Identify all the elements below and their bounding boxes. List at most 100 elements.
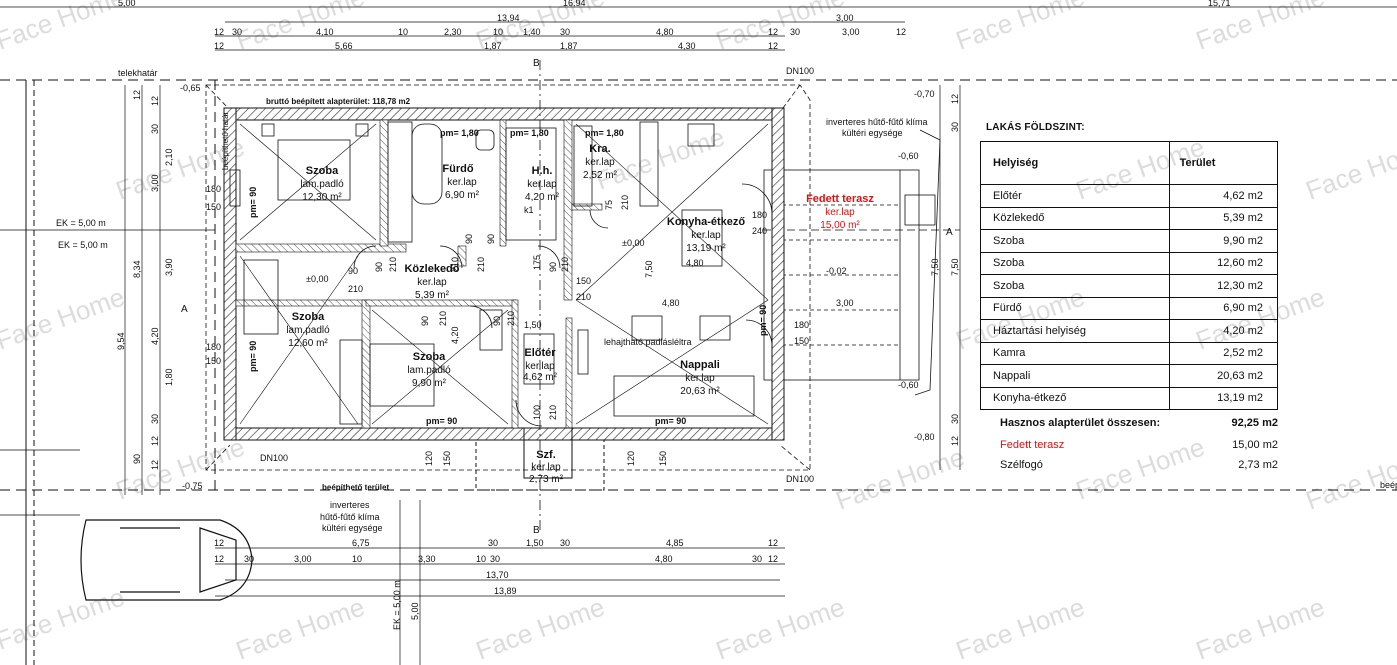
room-szoba-2: Szoba lam.padló 12,60 m²: [286, 311, 330, 349]
svg-text:beépíthető terület: beépíthető terület: [322, 483, 389, 492]
svg-text:7,50: 7,50: [950, 258, 960, 276]
svg-text:12: 12: [214, 41, 224, 51]
svg-text:12: 12: [150, 460, 160, 470]
svg-text:ker.lap: ker.lap: [585, 157, 615, 168]
svg-text:-0,60: -0,60: [898, 380, 919, 390]
svg-text:210: 210: [506, 311, 516, 326]
svg-text:12: 12: [768, 27, 778, 37]
watermark: Face Home: [1192, 591, 1329, 665]
svg-text:3,00: 3,00: [836, 298, 854, 308]
svg-text:pm= 90: pm= 90: [248, 341, 258, 372]
extra-label: Fedett terasz: [1000, 439, 1065, 451]
svg-text:150: 150: [658, 451, 668, 466]
room-szoba-3: Szoba lam.padló 9,90 m²: [407, 351, 451, 389]
svg-text:30: 30: [560, 27, 570, 37]
room-cell: Nappali: [980, 364, 1170, 388]
svg-text:4,10: 4,10: [316, 27, 334, 37]
watermark: Face Home: [832, 441, 969, 515]
svg-text:13,19 m²: 13,19 m²: [686, 243, 726, 254]
svg-text:3,00: 3,00: [842, 27, 860, 37]
svg-text:pm= 90: pm= 90: [426, 416, 457, 426]
finish-diagonals: [239, 123, 769, 425]
svg-text:A: A: [946, 227, 953, 238]
svg-text:3,00: 3,00: [150, 174, 160, 192]
svg-text:1,80: 1,80: [164, 368, 174, 386]
room-furdo: Fürdő ker.lap 6,90 m²: [442, 163, 479, 201]
room-cell: Közlekedő: [980, 206, 1170, 230]
svg-text:B: B: [533, 58, 540, 69]
svg-text:hűtő-fűtő klíma: hűtő-fűtő klíma: [320, 512, 380, 522]
svg-text:Szoba: Szoba: [306, 165, 339, 177]
svg-text:1,50: 1,50: [526, 538, 544, 548]
svg-text:pm= 90: pm= 90: [655, 416, 686, 426]
svg-text:13,70: 13,70: [486, 570, 509, 580]
svg-text:30: 30: [232, 27, 242, 37]
svg-text:4,80: 4,80: [662, 298, 680, 308]
svg-text:90: 90: [486, 234, 496, 244]
svg-text:12: 12: [768, 554, 778, 564]
area-cell: 9,90 m2: [1168, 229, 1279, 253]
svg-text:30: 30: [244, 554, 254, 564]
svg-text:lam.padló: lam.padló: [407, 365, 451, 376]
svg-text:kültéri egysége: kültéri egysége: [322, 523, 383, 533]
svg-text:180: 180: [752, 210, 767, 220]
svg-text:Fedett terasz: Fedett terasz: [806, 193, 874, 205]
svg-text:4,80: 4,80: [656, 27, 674, 37]
svg-text:9,90 m²: 9,90 m²: [412, 378, 447, 389]
watermark: Face Home: [952, 591, 1089, 665]
svg-text:pm= 1,80: pm= 1,80: [585, 128, 624, 138]
area-cell: 5,39 m2: [1168, 206, 1279, 230]
svg-text:210: 210: [576, 292, 591, 302]
svg-text:10: 10: [352, 554, 362, 564]
ek-label: EK = 5,00 m: [58, 240, 108, 250]
svg-text:100: 100: [532, 405, 542, 420]
watermark: Face Home: [0, 581, 128, 655]
svg-text:12: 12: [896, 27, 906, 37]
svg-text:lam.padló: lam.padló: [300, 179, 344, 190]
area-cell: 12,60 m2: [1168, 251, 1279, 275]
site-boundaries: [0, 79, 1397, 665]
svg-text:Közlekedő: Közlekedő: [404, 263, 459, 275]
svg-text:DN100: DN100: [786, 474, 814, 484]
total-row: Hasznos alapterület összesen: 92,25 m2: [1000, 412, 1278, 434]
svg-text:30: 30: [488, 538, 498, 548]
svg-text:30: 30: [790, 27, 800, 37]
room-szoba-1: Szoba lam.padló 12,30 m²: [300, 165, 344, 203]
svg-text:20,63 m²: 20,63 m²: [680, 386, 720, 397]
svg-text:B: B: [533, 525, 540, 536]
svg-text:3,00: 3,00: [294, 554, 312, 564]
svg-text:120: 120: [424, 451, 434, 466]
svg-text:175: 175: [532, 255, 542, 270]
svg-text:120: 120: [626, 451, 636, 466]
svg-text:2,30: 2,30: [444, 27, 462, 37]
svg-text:Konyha-étkező: Konyha-étkező: [667, 216, 746, 228]
svg-text:90: 90: [132, 454, 142, 464]
room-szelfogo: Szf. ker.lap 2,73 m²: [529, 449, 564, 485]
svg-text:ker.lap: ker.lap: [525, 361, 555, 372]
svg-text:ker.lap: ker.lap: [825, 207, 855, 218]
watermark: Face Home: [0, 281, 128, 355]
svg-text:DN100: DN100: [786, 66, 814, 76]
svg-text:210: 210: [548, 405, 558, 420]
svg-text:1,40: 1,40: [523, 27, 541, 37]
svg-text:Előtér: Előtér: [524, 347, 556, 359]
svg-text:Szoba: Szoba: [413, 351, 446, 363]
extra-row-terasz: Fedett terasz 15,00 m2: [1000, 434, 1278, 456]
svg-text:1,50: 1,50: [524, 320, 542, 330]
area-cell: 4,62 m2: [1168, 184, 1279, 208]
dimension-lines: [0, 6, 1397, 665]
svg-text:inverteres: inverteres: [330, 500, 370, 510]
svg-text:12: 12: [132, 90, 142, 100]
svg-text:lehajtható padlásléltra: lehajtható padlásléltra: [604, 337, 692, 347]
car-icon: [80, 519, 253, 601]
svg-text:Szoba: Szoba: [292, 311, 325, 323]
svg-text:12,30 m²: 12,30 m²: [302, 192, 342, 203]
svg-text:12: 12: [950, 94, 960, 104]
svg-text:5,66: 5,66: [335, 41, 353, 51]
room-cell: Szoba: [980, 251, 1170, 275]
ek-top-label: EK = 5,00 m: [56, 218, 106, 228]
svg-text:5,00: 5,00: [410, 602, 420, 620]
area-cell: 20,63 m2: [1168, 364, 1279, 388]
extra-row-szelfogo: Szélfogó 2,73 m2: [1000, 456, 1278, 474]
svg-text:90: 90: [374, 262, 384, 272]
